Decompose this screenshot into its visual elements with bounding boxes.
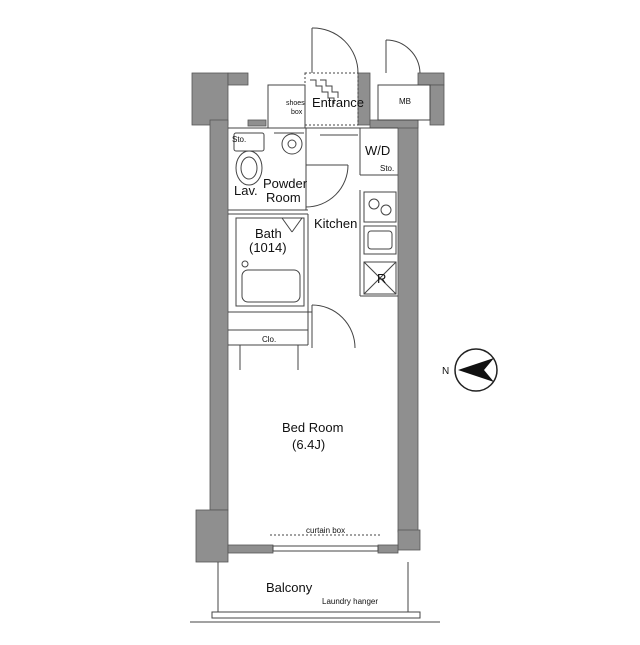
wash-basin	[274, 132, 304, 155]
compass-icon: N	[442, 348, 498, 392]
shoes-box-label-2: box	[291, 109, 303, 116]
refrigerator	[363, 261, 397, 295]
closet-rail	[239, 345, 299, 370]
fridge-label: R	[377, 271, 386, 286]
closet-label: Clo.	[262, 335, 276, 344]
wd-label: W/D	[365, 143, 390, 158]
compass-north-label: N	[442, 366, 449, 377]
kitchen-sink	[363, 225, 397, 255]
toilet	[233, 132, 265, 186]
bath-label-2: (1014)	[249, 240, 287, 255]
powder-room-label-1: Powder	[263, 176, 308, 191]
mb-label: MB	[399, 97, 411, 106]
mb-box	[377, 84, 431, 121]
laundry-hanger-label: Laundry hanger	[322, 597, 378, 606]
stove	[363, 191, 397, 223]
shoes-box	[267, 72, 359, 129]
powder-room-label-2: Room	[266, 190, 301, 205]
kitchen-label: Kitchen	[314, 216, 357, 231]
bedroom-label-2: (6.4J)	[292, 437, 325, 452]
balcony-label: Balcony	[266, 580, 313, 595]
balcony-area	[190, 534, 440, 623]
shoes-box-label-1: shoes	[286, 100, 305, 107]
bath-label-1: Bath	[255, 226, 282, 241]
bathtub	[235, 217, 305, 307]
bedroom-label-1: Bed Room	[282, 420, 343, 435]
outer-walls	[191, 72, 445, 563]
curtain-box-label: curtain box	[306, 526, 345, 535]
doors	[305, 27, 421, 349]
storage-label-upper: Sto.	[232, 135, 246, 144]
entrance-label: Entrance	[312, 95, 364, 110]
lav-label: Lav.	[234, 183, 258, 198]
storage-label-wd: Sto.	[380, 164, 394, 173]
